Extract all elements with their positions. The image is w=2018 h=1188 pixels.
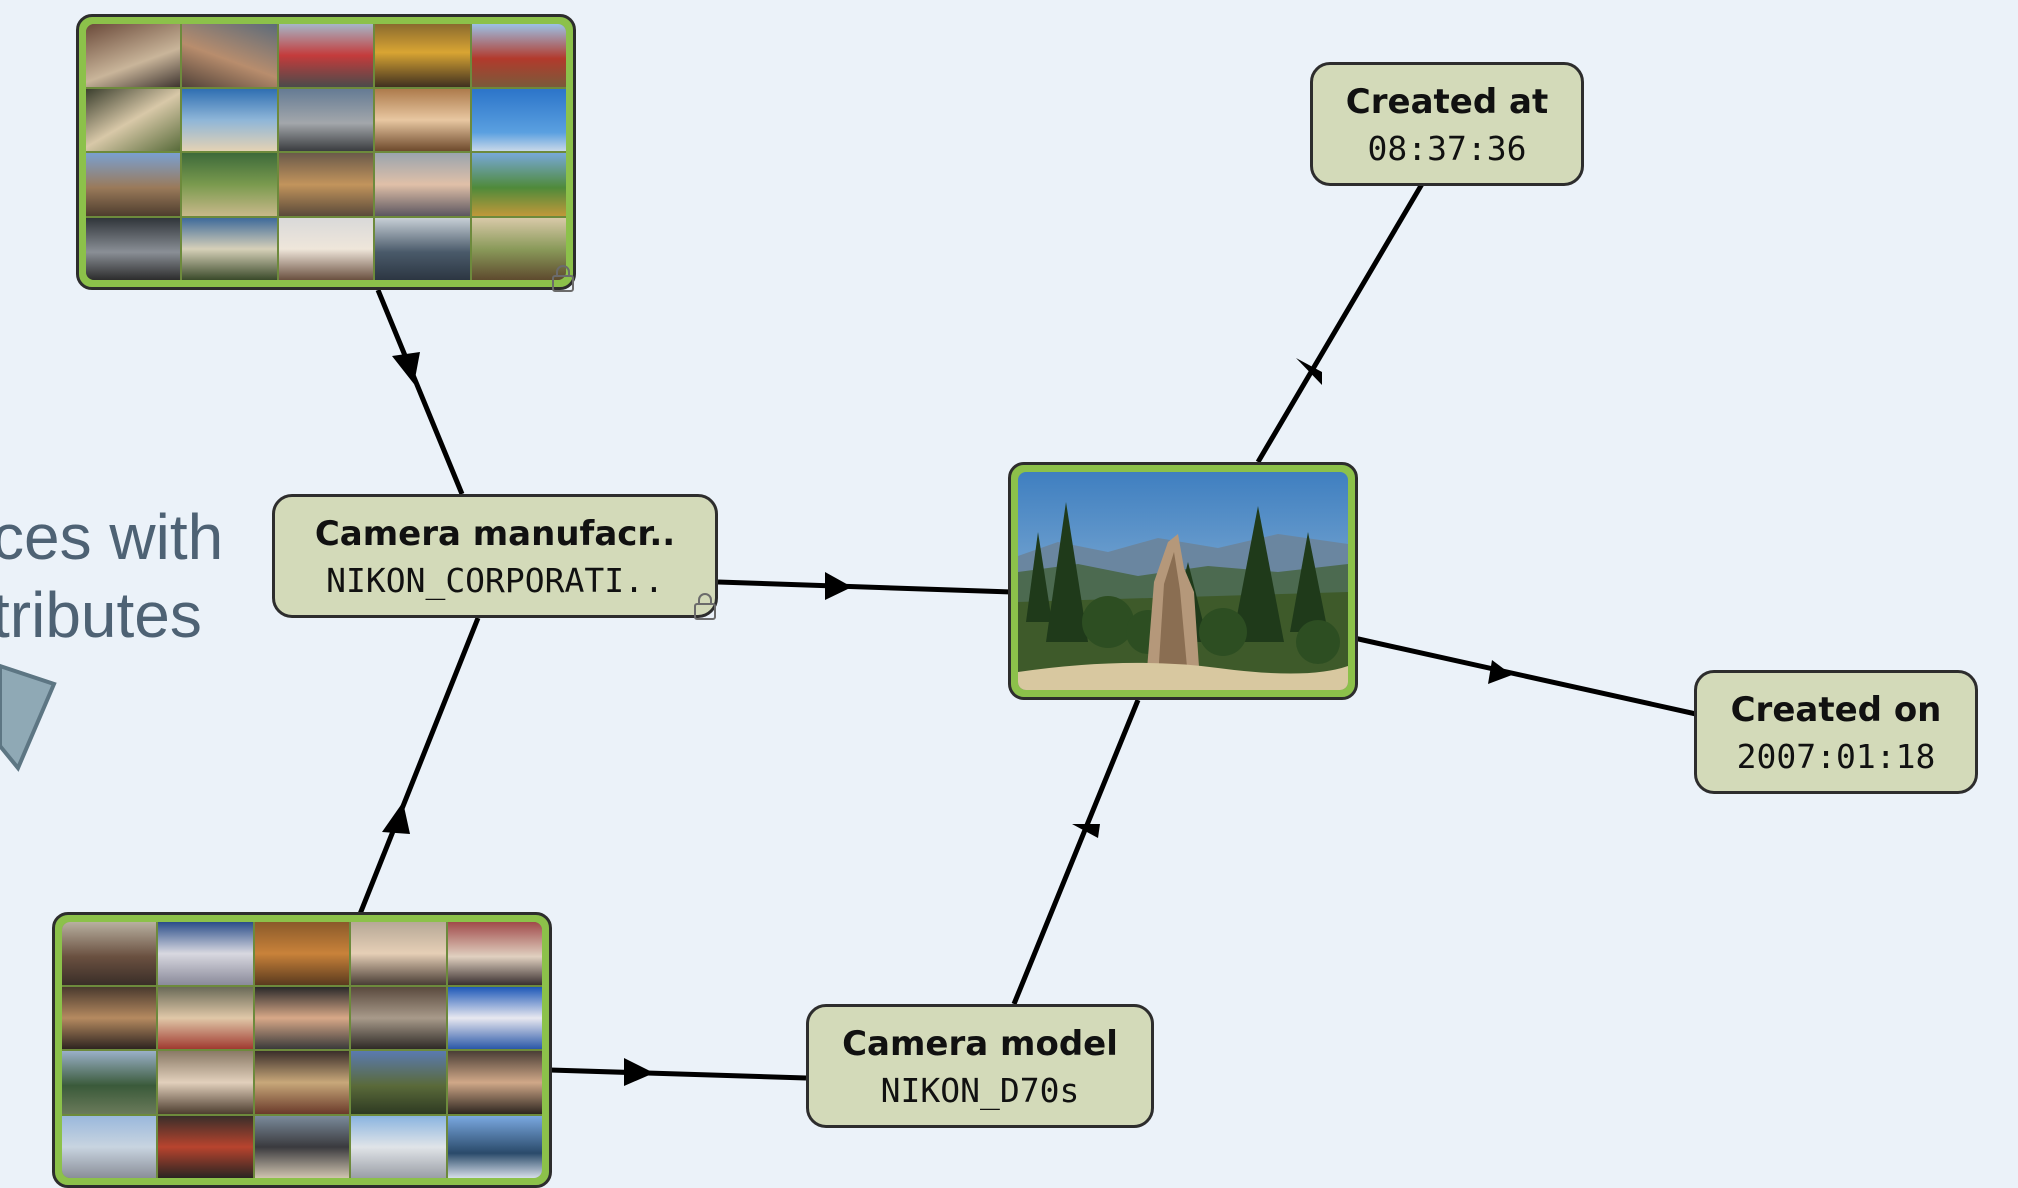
arrowhead-icon — [382, 802, 410, 834]
arrowhead-icon — [825, 572, 852, 600]
arrowhead-icon — [1488, 660, 1512, 684]
node-created-on[interactable]: Created on 2007:01:18 — [1694, 670, 1978, 794]
arrowhead-icon — [624, 1058, 654, 1086]
lock-icon — [694, 593, 716, 620]
edge-photo-manufacturer — [717, 579, 1013, 595]
pointer-arrow-icon — [0, 663, 57, 772]
side-caption-line-2: tributes — [0, 579, 202, 651]
side-caption-line-1: ces with — [0, 501, 224, 573]
forest-photo — [1018, 472, 1348, 690]
edge-photo-model — [1011, 699, 1141, 1005]
node-camera-manufacturer-value: NIKON_CORPORATI.. — [326, 561, 664, 600]
edge-photo-createdon — [1353, 635, 1697, 717]
node-camera-model-value: NIKON_D70s — [880, 1071, 1080, 1110]
edge-bottomcluster-model — [549, 1067, 807, 1081]
lock-icon — [552, 265, 574, 292]
node-created-at-value: 08:37:36 — [1367, 129, 1527, 168]
node-created-at[interactable]: Created at 08:37:36 — [1310, 62, 1584, 186]
node-camera-manufacturer[interactable]: Camera manufacr.. NIKON_CORPORATI.. — [272, 494, 718, 620]
arrowhead-icon — [392, 352, 420, 384]
arrowhead-icon — [1072, 824, 1100, 838]
node-camera-model[interactable]: Camera model NIKON_D70s — [806, 1004, 1154, 1128]
node-created-on-title: Created on — [1730, 690, 1942, 730]
photo-cluster-bottom[interactable] — [52, 912, 552, 1188]
edge-topcluster-manufacturer — [375, 289, 465, 495]
side-caption: ces with tributes — [0, 498, 223, 654]
node-camera-manufacturer-title: Camera manufacr.. — [314, 514, 676, 554]
edge-bottomcluster-manufacturer — [357, 617, 481, 915]
photo-node-forest[interactable] — [1008, 462, 1358, 700]
arrowhead-icon — [1296, 358, 1322, 385]
photo-cluster-top[interactable] — [76, 14, 576, 292]
node-camera-model-title: Camera model — [842, 1024, 1118, 1064]
node-created-at-title: Created at — [1345, 82, 1549, 122]
photo-mosaic — [62, 922, 542, 1178]
edge-photo-createdat — [1255, 182, 1425, 464]
node-created-on-value: 2007:01:18 — [1736, 737, 1936, 776]
photo-mosaic — [86, 24, 566, 280]
